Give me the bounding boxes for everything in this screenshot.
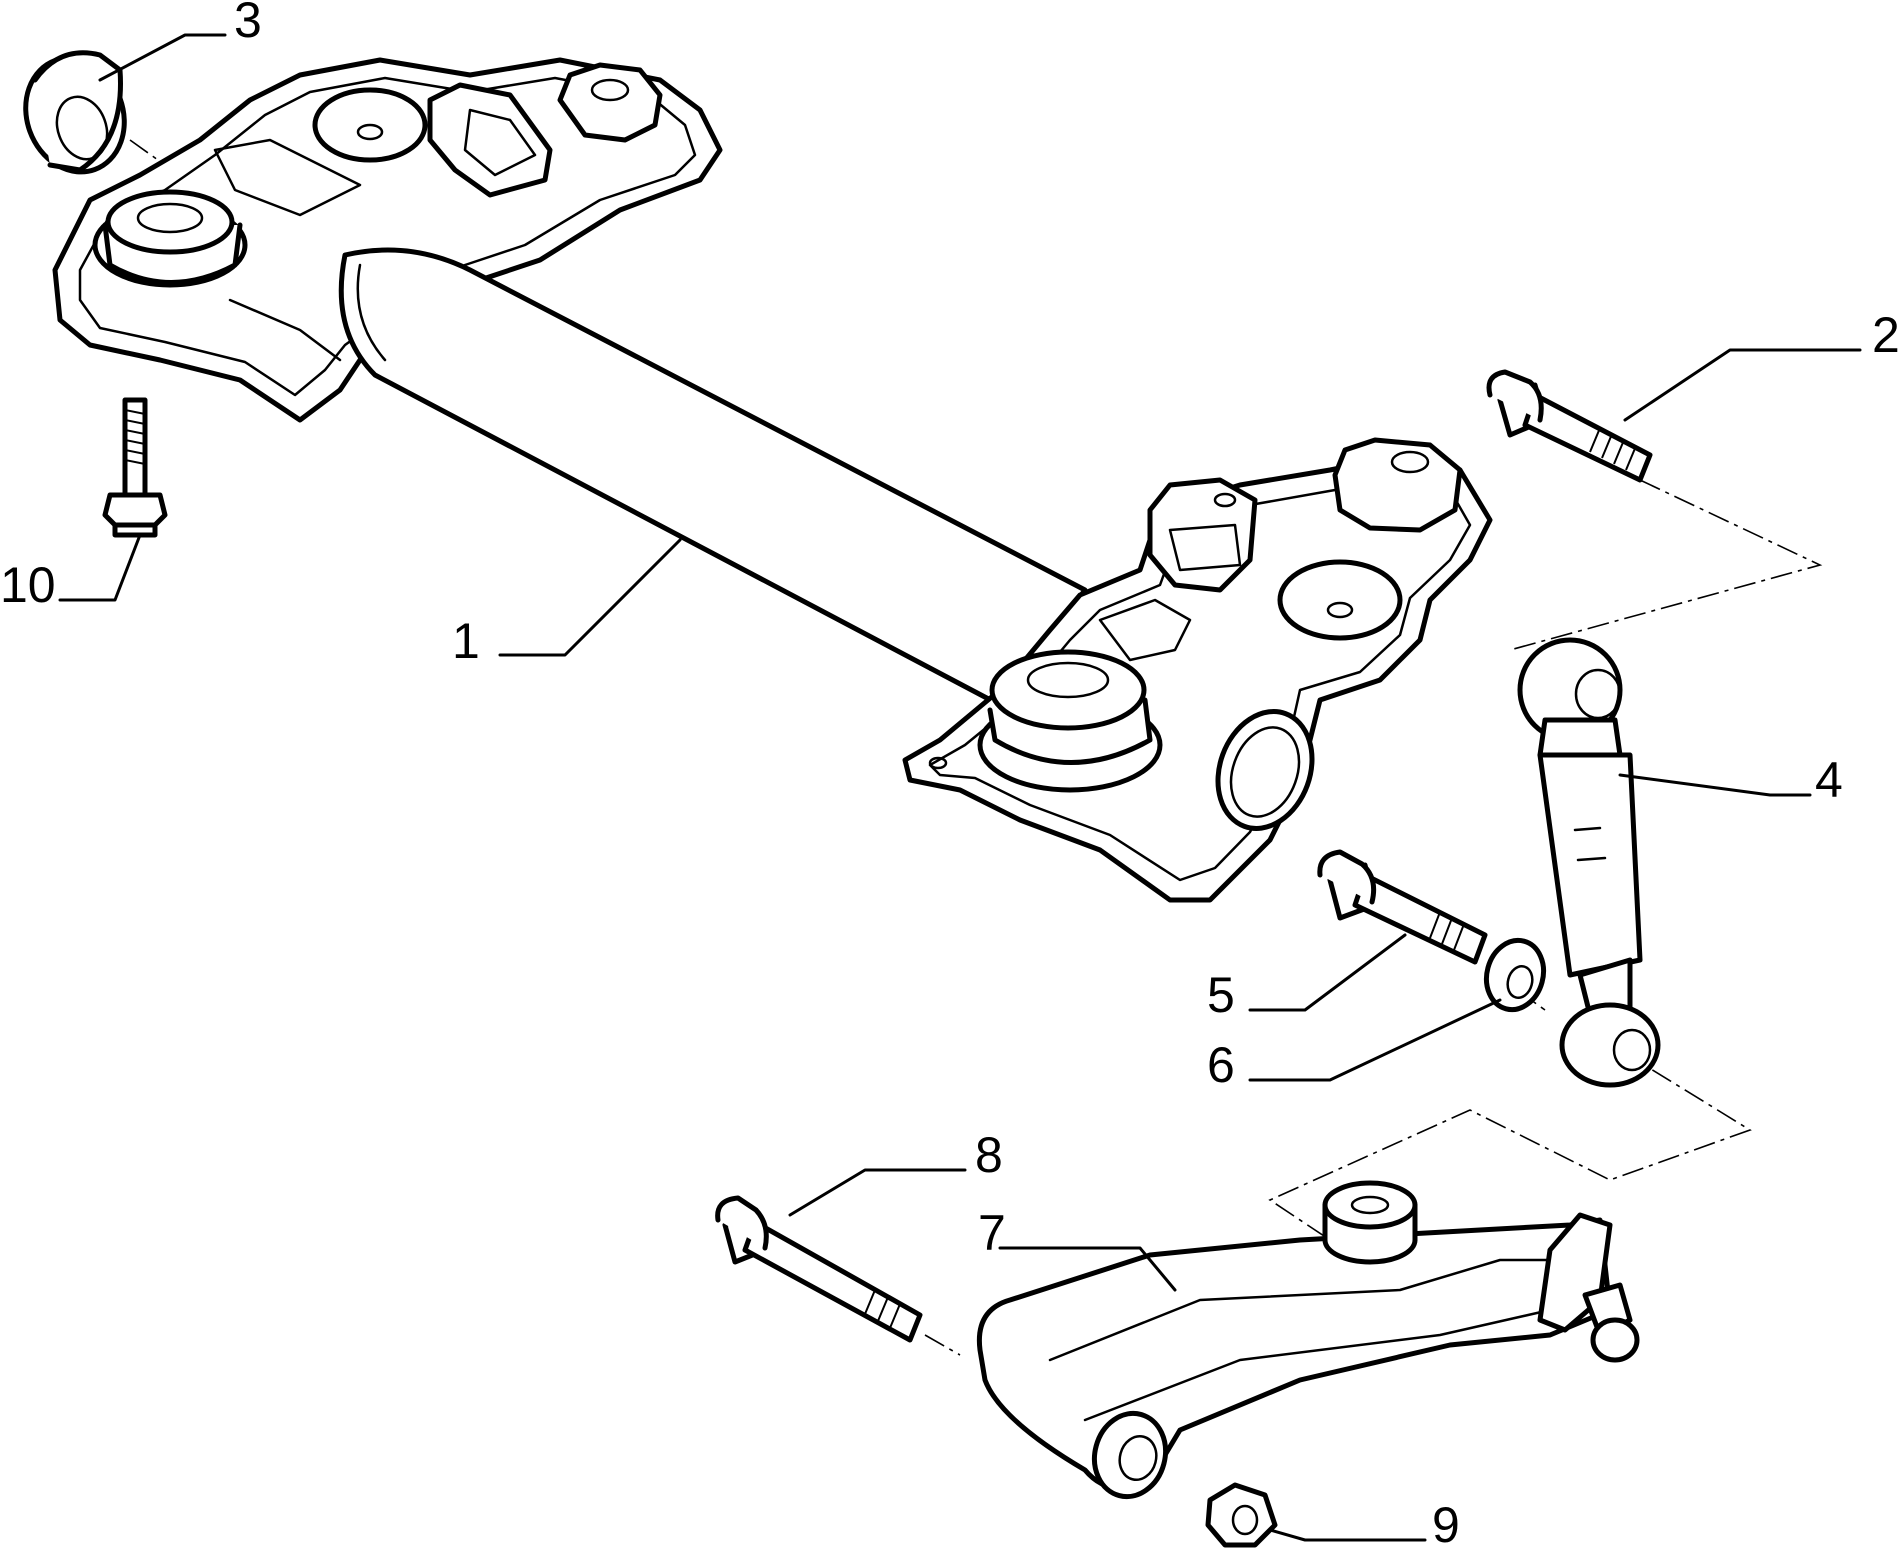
callout-4: 4 [1815,752,1843,808]
control-arm-part-7 [976,1180,1640,1500]
crossmember-right-bracket [902,437,1493,903]
crossmember-left-bracket [52,57,723,423]
callout-6: 6 [1207,1037,1235,1093]
callout-9: 9 [1432,1497,1460,1553]
bolt-part-5 [1317,849,1488,965]
callout-10: 10 [0,557,56,613]
callout-1: 1 [452,613,480,669]
callout-2: 2 [1872,307,1900,363]
bolt-part-8 [715,1195,923,1343]
callout-7: 7 [978,1205,1006,1261]
callout-5: 5 [1207,967,1235,1023]
shock-absorber-part-4 [1517,637,1661,1088]
washer-part-6 [1483,937,1547,1013]
rubber-bushing-part-3 [23,50,127,175]
screw-part-10 [102,397,168,538]
nut-part-9 [1205,1482,1278,1548]
callout-3: 3 [234,0,262,48]
callout-leaders [58,33,1862,1542]
bolt-part-2 [1486,369,1653,483]
callout-8: 8 [975,1127,1003,1183]
